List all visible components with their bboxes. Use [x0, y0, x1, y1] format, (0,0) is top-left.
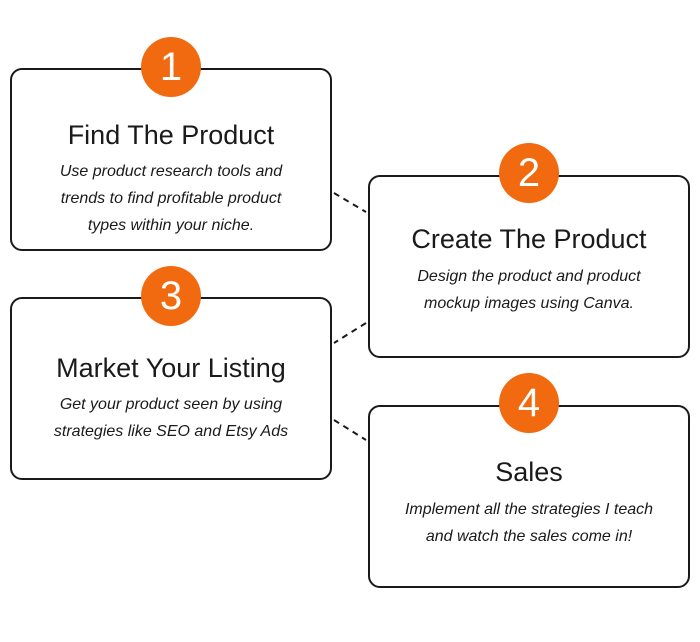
description-line: strategies like SEO and Etsy Ads [53, 423, 289, 440]
connector-3-to-4 [333, 419, 367, 441]
description-line: Use product research tools and [59, 163, 283, 180]
step-card-find-product: Find The Product Use product research to… [10, 68, 332, 251]
step-title: Sales [495, 457, 563, 487]
description-line: mockup images using Canva. [424, 295, 634, 312]
step-title: Market Your Listing [56, 353, 286, 383]
step-description: Design the product and product mockup im… [380, 263, 678, 317]
description-line: types within your niche. [87, 217, 255, 234]
step-description: Implement all the strategies I teach and… [380, 496, 678, 550]
step-number-badge: 4 [499, 373, 559, 433]
step-number-badge: 1 [141, 37, 201, 97]
step-description: Get your product seen by using strategie… [22, 391, 320, 445]
step-title: Find The Product [67, 120, 275, 150]
connector-1-to-2 [333, 192, 367, 213]
step-card-sales: Sales Implement all the strategies I tea… [368, 405, 690, 588]
step-title: Create The Product [411, 224, 647, 254]
step-number-badge: 2 [499, 143, 559, 203]
description-line: Design the product and product [417, 268, 641, 285]
description-line: Get your product seen by using [59, 396, 283, 413]
connector-2-to-3 [333, 322, 367, 344]
step-card-create-product: Create The Product Design the product an… [368, 175, 690, 358]
step-number-badge: 3 [141, 266, 201, 326]
step-description: Use product research tools and trends to… [22, 158, 320, 239]
description-line: trends to find profitable product [60, 190, 282, 207]
description-line: and watch the sales come in! [425, 528, 633, 545]
description-line: Implement all the strategies I teach [404, 501, 654, 518]
step-card-market-listing: Market Your Listing Get your product see… [10, 297, 332, 480]
